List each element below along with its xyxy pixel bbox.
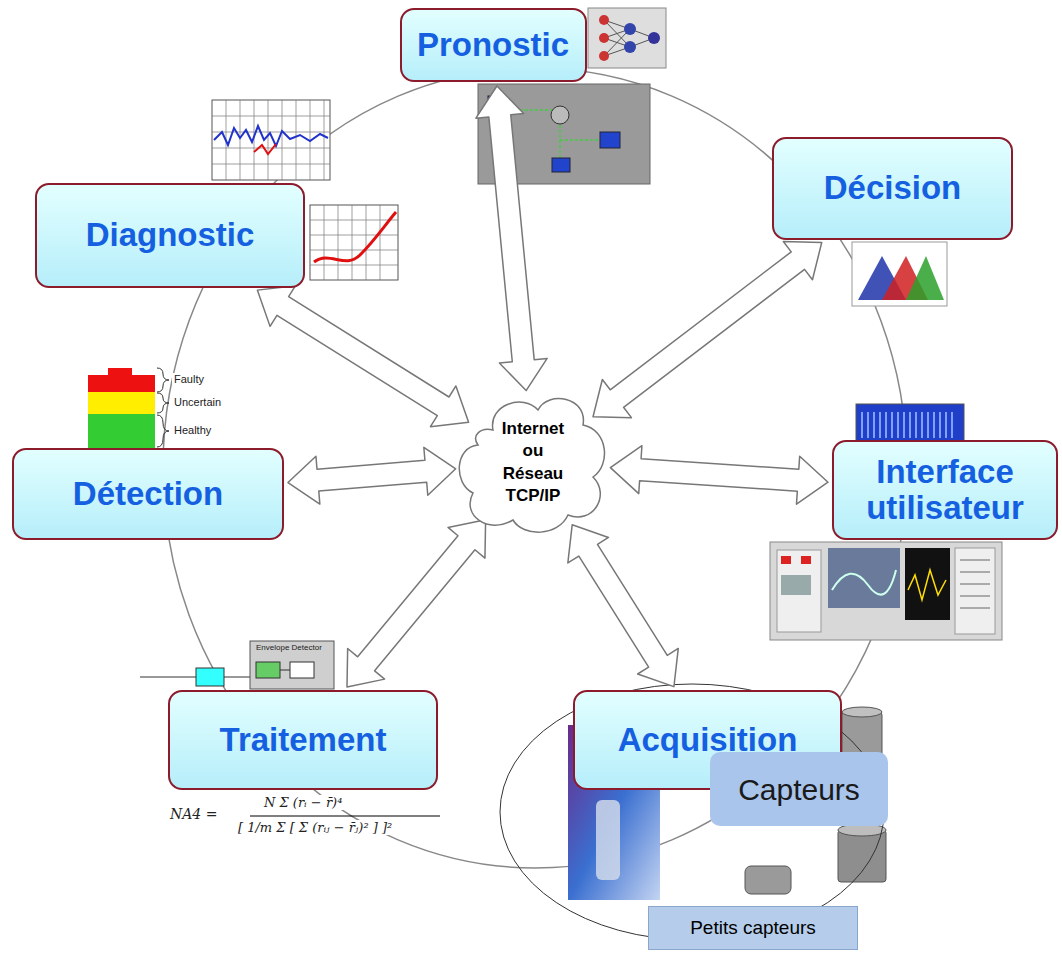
neural-net-picture — [648, 32, 660, 44]
diagnostic-chart — [212, 100, 330, 180]
diagnostic-chart — [212, 100, 330, 180]
trend-chart — [314, 212, 396, 262]
trend-chart — [310, 205, 398, 280]
health-state-blocks — [88, 392, 155, 414]
neural-net-picture — [588, 8, 666, 68]
health-state-blocks — [157, 415, 169, 447]
health-state-blocks — [88, 368, 155, 392]
double-arrow — [610, 446, 828, 504]
node-label: Détection — [73, 476, 223, 512]
user-interface-picture — [781, 556, 791, 564]
sensor-box: Capteurs — [710, 752, 888, 826]
neural-net-picture — [599, 15, 609, 25]
module-box: Interface utilisateur — [832, 440, 1058, 540]
signal-chain-picture — [196, 668, 224, 686]
neural-net-picture — [624, 41, 636, 53]
user-interface-picture — [770, 542, 1002, 640]
user-interface-picture — [960, 560, 990, 608]
node-label: Internet ou Réseau TCP/IP — [493, 418, 573, 506]
double-arrow — [347, 520, 486, 687]
trend-chart — [310, 205, 398, 280]
fuzzy-sets-picture — [906, 256, 944, 300]
network-cloud: Internet ou Réseau TCP/IP — [453, 385, 613, 540]
neural-net-picture — [599, 33, 609, 43]
block-label: Envelope Detector — [254, 643, 324, 652]
health-state-blocks — [157, 393, 169, 413]
module-box: Diagnostic — [35, 183, 305, 288]
fuzzy-sets-picture — [852, 242, 947, 306]
module-box: Pronostic — [400, 8, 587, 82]
signal-chain-picture — [140, 641, 334, 689]
user-interface-picture — [908, 570, 946, 600]
screen-picture — [856, 404, 964, 442]
state-label: Faulty — [172, 373, 206, 385]
fuzzy-sets-picture — [852, 242, 947, 306]
double-arrow — [257, 286, 468, 427]
signal-chain-picture — [256, 662, 280, 678]
signal-chain-picture — [290, 662, 314, 678]
sensor-photos — [842, 712, 882, 756]
health-state-blocks — [88, 368, 169, 448]
module-box: Traitement — [168, 690, 438, 790]
neural-net-picture — [604, 20, 654, 56]
double-arrow — [568, 525, 678, 687]
signal-chain-picture — [140, 677, 250, 678]
neural-net-picture — [588, 8, 666, 68]
user-interface-picture — [828, 548, 900, 608]
cloud-outline — [459, 399, 604, 533]
node-label: Diagnostic — [86, 217, 255, 253]
neural-net-picture — [599, 51, 609, 61]
cloud-shape — [453, 385, 613, 540]
formula-text: NA4 = — [168, 806, 219, 822]
prognosis-model-picture — [600, 132, 620, 148]
neural-net-picture — [624, 23, 636, 35]
diagnostic-chart — [212, 100, 330, 180]
caption-box: Petits capteurs — [648, 906, 858, 950]
formula-text: [ 1/m Σ [ Σ (rᵢⱼ − r̄ⱼ)² ] ]² — [236, 820, 394, 835]
prognosis-model-picture — [551, 106, 569, 124]
user-interface-picture — [777, 550, 821, 632]
node-label: Petits capteurs — [690, 918, 816, 939]
sensor-photos — [596, 800, 620, 880]
screen-picture — [862, 412, 952, 438]
user-interface-picture — [832, 570, 896, 595]
double-arrow — [476, 86, 547, 391]
sensor-photos — [745, 866, 791, 894]
double-arrow — [288, 447, 456, 504]
node-label: Interface utilisateur — [846, 454, 1044, 527]
state-label: Healthy — [172, 424, 213, 436]
sensor-photos — [842, 707, 882, 717]
trend-chart — [310, 205, 398, 280]
health-state-blocks — [88, 414, 155, 448]
user-interface-picture — [770, 542, 1002, 640]
module-box: Détection — [12, 448, 284, 540]
diagnostic-chart — [214, 126, 328, 146]
module-box: Décision — [772, 137, 1013, 240]
signal-chain-picture — [250, 641, 334, 689]
fraction-bar — [250, 816, 440, 817]
double-arrow — [593, 242, 822, 418]
signal-chain-picture — [280, 670, 290, 671]
user-interface-picture — [905, 548, 950, 620]
node-label: Capteurs — [738, 773, 860, 806]
sensor-photos — [838, 830, 886, 882]
user-interface-picture — [781, 575, 811, 595]
diagnostic-chart — [254, 144, 276, 154]
user-interface-picture — [801, 556, 811, 564]
node-label: Traitement — [220, 722, 387, 758]
user-interface-picture — [955, 548, 995, 634]
state-label: Uncertain — [172, 396, 223, 408]
node-label: Décision — [824, 170, 962, 206]
formula-text: N Σ (rᵢ − r̄)⁴ — [262, 795, 344, 810]
screen-picture — [856, 404, 964, 442]
node-label: Pronostic — [417, 27, 569, 63]
prognosis-model-picture — [552, 158, 570, 172]
health-state-blocks — [157, 368, 169, 392]
